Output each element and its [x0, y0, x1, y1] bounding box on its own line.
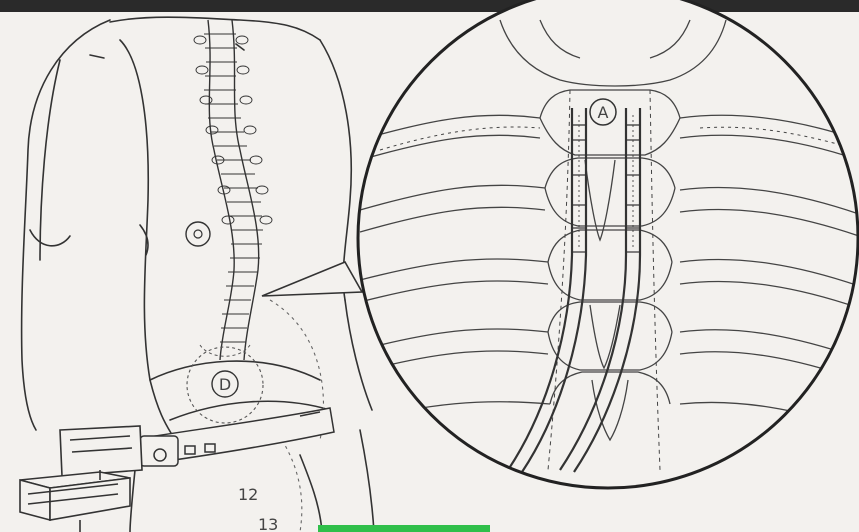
marker-a-label: A — [598, 103, 609, 122]
spine — [194, 20, 272, 360]
marker-a: A — [590, 99, 616, 125]
pulse-generator-box — [20, 426, 142, 532]
marker-c — [186, 222, 210, 246]
callout-pointer — [262, 262, 362, 296]
belt — [130, 408, 334, 466]
scale-number-12: 12 — [238, 485, 258, 504]
bottom-green-strip — [318, 525, 490, 532]
scale-number-13: 13 — [258, 515, 278, 532]
top-dark-bar — [0, 0, 859, 12]
marker-d-label: D — [219, 375, 231, 394]
magnified-view-circle: A — [358, 0, 859, 488]
